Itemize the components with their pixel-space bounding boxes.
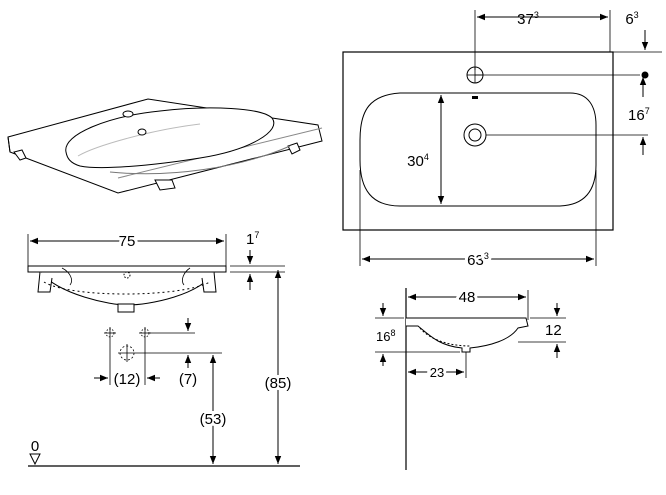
top-view: 373 63 167 304 633 <box>342 10 662 272</box>
floor-level-label: 0 <box>31 438 39 455</box>
dim-depth-label: 48 <box>459 289 476 306</box>
dim-bowl-height-label: 168 <box>376 328 395 344</box>
dim-total-height-label: (85) <box>265 375 292 392</box>
dim-edge-tap-label: 63 <box>625 10 638 28</box>
dim-waste-height-label: (53) <box>200 411 227 428</box>
dim-bowl-width-label: 633 <box>467 251 489 269</box>
dim-rim-label: 12 <box>545 322 562 339</box>
basin-isometric-view <box>7 98 323 194</box>
tap-axis-marker <box>641 71 649 79</box>
overflow-slot-icon <box>472 96 478 99</box>
basin-profile-side <box>406 317 529 353</box>
basin-profile-front <box>27 265 227 273</box>
front-view: 75 17 <box>27 230 300 467</box>
dim-overflow-label: 167 <box>628 106 650 124</box>
dim-bowl-depth-label: 304 <box>407 152 429 170</box>
dim-width-label: 75 <box>119 233 136 250</box>
dim-drain-label: 23 <box>430 365 444 380</box>
bowl-outline-top <box>359 92 597 207</box>
dim-waste-spacing-label: (12) <box>114 371 141 388</box>
side-view: 48 12 168 23 <box>375 286 566 470</box>
dim-tap-offset-label: 373 <box>517 10 539 28</box>
waste-connection-symbols <box>104 327 222 385</box>
dim-waste-drop-label: (7) <box>179 371 197 388</box>
dim-thickness-label: 17 <box>246 230 259 248</box>
floor-level-icon <box>29 453 41 466</box>
